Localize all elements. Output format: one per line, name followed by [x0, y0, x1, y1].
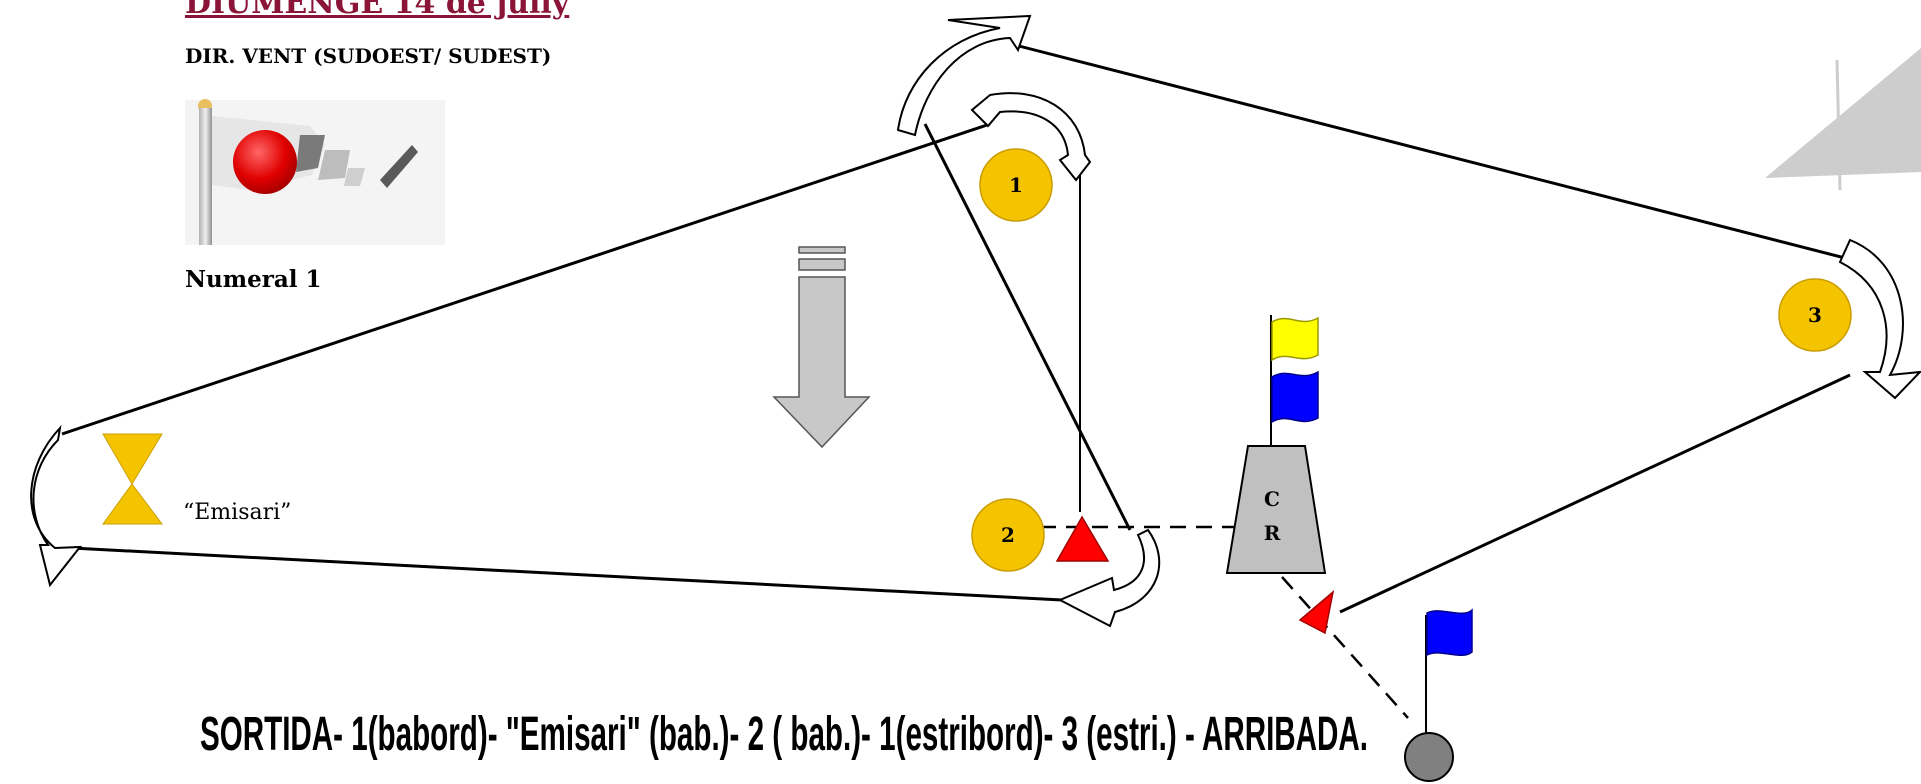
rounding-arrow-icon	[30, 424, 83, 588]
finish-buoy-icon	[1404, 732, 1454, 782]
mark-2-label: 2	[1001, 523, 1015, 547]
mark-1-buoy: 1	[979, 148, 1053, 222]
wind-direction-label: DIR. VENT (SUDOEST/ SUDEST)	[185, 44, 552, 68]
course-lines	[61, 43, 1851, 614]
start-mark-triangle-icon	[1055, 515, 1110, 562]
rounding-arrow-icon	[896, 14, 1032, 137]
course-leg-emisari-to-2	[71, 546, 1063, 602]
emisari-label: “Emisari”	[183, 500, 291, 525]
rounding-arrows	[30, 14, 1921, 628]
finish-blue-flag-icon	[1426, 608, 1473, 657]
sail-watermark-icon	[1765, 48, 1921, 191]
rounding-arrow-icon	[1838, 238, 1921, 400]
blue-flag-icon	[1271, 370, 1319, 424]
rounding-arrow-icon	[970, 92, 1092, 182]
committee-boat: C R	[1225, 315, 1327, 574]
date-title: DIUMENGE 14 de juliy	[185, 0, 570, 21]
mark-3-label: 3	[1808, 303, 1822, 327]
course-leg-1-to-2	[923, 123, 1132, 531]
numeral-flag-caption: Numeral 1	[185, 266, 322, 293]
rounding-arrow-icon	[1057, 528, 1161, 628]
course-leg-1-to-3	[1014, 43, 1846, 260]
finish-line	[1281, 576, 1409, 719]
finish-buoy	[1404, 608, 1473, 782]
committee-label-r: R	[1264, 521, 1281, 545]
numeral-1-flag-icon	[185, 99, 445, 245]
mark-1-label: 1	[1009, 173, 1023, 197]
emisari-mark-icon	[102, 433, 163, 525]
course-description: SORTIDA- 1(babord)- "Emisari" (bab.)- 2 …	[200, 708, 1368, 761]
course-leg-1-to-emisari	[61, 122, 991, 436]
mark-3-buoy: 3	[1778, 278, 1852, 352]
committee-label-c: C	[1264, 487, 1280, 511]
wind-arrow-icon	[772, 246, 871, 449]
yellow-flag-icon	[1271, 316, 1319, 362]
finish-mark-triangle-icon	[1298, 590, 1335, 635]
course-leg-3-to-finish	[1339, 373, 1851, 614]
mark-2-buoy: 2	[971, 498, 1045, 572]
